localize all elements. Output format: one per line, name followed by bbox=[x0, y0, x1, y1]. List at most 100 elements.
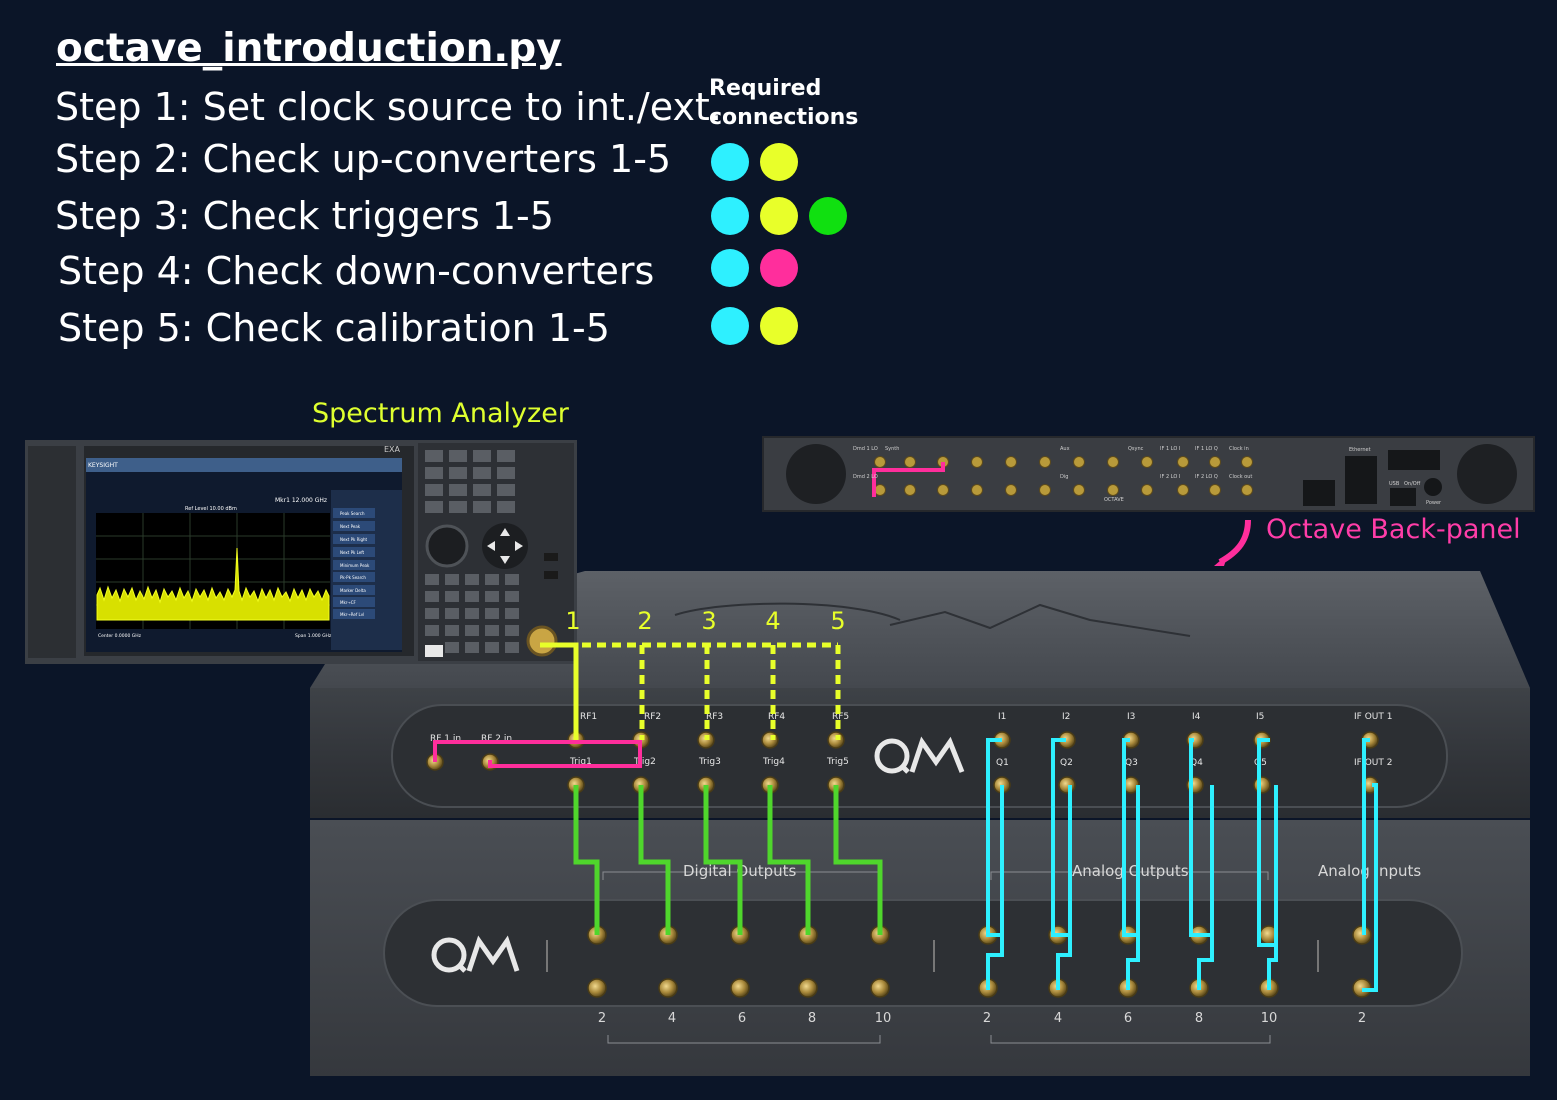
back-port-a bbox=[1388, 450, 1440, 470]
trigger-label: Trig1 bbox=[569, 757, 592, 767]
i-port-label: I1 bbox=[998, 712, 1006, 722]
back-panel-port[interactable] bbox=[1073, 484, 1085, 496]
back-panel-port[interactable] bbox=[1107, 484, 1119, 496]
sa-menu-item[interactable]: Mkr→CF bbox=[340, 600, 357, 605]
connection-dot bbox=[760, 143, 798, 181]
back-panel-port[interactable] bbox=[904, 484, 916, 496]
back-panel-port[interactable] bbox=[1209, 456, 1221, 468]
analog-port-number: 2 bbox=[983, 1011, 991, 1026]
bp-label: IF 1 LO I bbox=[1160, 446, 1180, 452]
bp-label: Ethernet bbox=[1349, 447, 1371, 453]
digital-port-number: 2 bbox=[598, 1011, 606, 1026]
back-panel-port[interactable] bbox=[1039, 456, 1051, 468]
bp-label: Dmd 1 LO bbox=[853, 446, 878, 452]
octave-back-panel: Dmd 1 LO Synth Aux Qsync IF 1 LO I IF 1 … bbox=[762, 436, 1535, 512]
step-2-label: Step 2: Check up-converters 1-5 bbox=[55, 137, 672, 181]
rf-out-port[interactable] bbox=[761, 731, 779, 749]
required-line-1: Required bbox=[709, 76, 822, 101]
digital-output-port[interactable] bbox=[870, 978, 890, 998]
cable-magenta-rf-in bbox=[433, 740, 642, 768]
if-out-1-label: IF OUT 1 bbox=[1354, 712, 1392, 722]
digital-port-number: 4 bbox=[668, 1011, 676, 1026]
connection-dot bbox=[711, 197, 749, 235]
digital-output-port[interactable] bbox=[798, 978, 818, 998]
sa-menu-item[interactable]: Pk-Pk Search bbox=[340, 575, 366, 580]
back-panel-port[interactable] bbox=[1177, 484, 1189, 496]
analog-port-number: 10 bbox=[1261, 1011, 1278, 1026]
sa-marker: Mkr1 12.000 GHz bbox=[275, 497, 327, 504]
back-panel-port[interactable] bbox=[874, 456, 886, 468]
digital-output-port[interactable] bbox=[658, 978, 678, 998]
qm-logo-octave bbox=[874, 736, 965, 774]
analog-outputs-label: Analog Outputs bbox=[1072, 862, 1189, 880]
bp-label: IF 2 LO I bbox=[1160, 474, 1180, 480]
spectrum-analyzer-label: Spectrum Analyzer bbox=[312, 398, 569, 429]
back-panel-port[interactable] bbox=[1241, 456, 1253, 468]
digital-output-port[interactable] bbox=[730, 978, 750, 998]
q-port[interactable] bbox=[1253, 776, 1271, 794]
back-panel-port[interactable] bbox=[874, 484, 886, 496]
cable-yellow-dashed-bus bbox=[582, 642, 841, 740]
back-panel-port[interactable] bbox=[1177, 456, 1189, 468]
sa-toolbar bbox=[86, 458, 402, 472]
bp-label: Qsync bbox=[1128, 446, 1144, 452]
sa-menu-item[interactable]: Mkr→Ref Lvl bbox=[340, 612, 364, 617]
rf-out-label: RF3 bbox=[706, 712, 723, 722]
i-port-label: I2 bbox=[1062, 712, 1070, 722]
back-panel-port[interactable] bbox=[1241, 484, 1253, 496]
channel-number: 5 bbox=[830, 607, 845, 635]
back-panel-port[interactable] bbox=[937, 484, 949, 496]
sa-menu-item[interactable]: Next Pk Left bbox=[340, 550, 365, 555]
back-panel-port[interactable] bbox=[971, 484, 983, 496]
back-panel-port[interactable] bbox=[1005, 456, 1017, 468]
sa-menu-item[interactable]: Next Peak bbox=[340, 524, 361, 529]
analog-port-number: 4 bbox=[1054, 1011, 1062, 1026]
back-panel-port[interactable] bbox=[1039, 484, 1051, 496]
cable-green-triggers bbox=[573, 785, 883, 935]
rf-in-1-label: RF 1 in bbox=[430, 734, 461, 744]
q-port-label: Q2 bbox=[1060, 758, 1073, 768]
sa-menu-item[interactable]: Minimum Peak bbox=[340, 563, 370, 568]
rf-out-label: RF5 bbox=[832, 712, 849, 722]
sa-menu-item[interactable]: Next Pk Right bbox=[340, 537, 368, 542]
step-4-label: Step 4: Check down-converters bbox=[58, 249, 655, 293]
bp-label: Dig bbox=[1060, 474, 1068, 480]
back-panel-pink-cable bbox=[872, 462, 945, 497]
sa-menu-item[interactable]: Marker Delta bbox=[340, 588, 366, 593]
back-panel-pointer-arrow bbox=[1218, 519, 1251, 565]
analog-port-number: 6 bbox=[1124, 1011, 1132, 1026]
connection-dot bbox=[711, 143, 749, 181]
sa-usb-2 bbox=[544, 571, 558, 579]
bp-label: Synth bbox=[885, 446, 899, 452]
back-panel-port[interactable] bbox=[971, 456, 983, 468]
back-panel-port[interactable] bbox=[1005, 484, 1017, 496]
digital-output-port[interactable] bbox=[587, 978, 607, 998]
q-port-label: Q4 bbox=[1190, 758, 1203, 768]
back-panel-port[interactable] bbox=[1107, 456, 1119, 468]
q-port[interactable] bbox=[1058, 776, 1076, 794]
i-port-label: I5 bbox=[1256, 712, 1264, 722]
sa-enter-key[interactable] bbox=[425, 645, 443, 657]
back-panel-port[interactable] bbox=[1141, 456, 1153, 468]
octave-back-panel-label: Octave Back-panel bbox=[1266, 514, 1521, 545]
trigger-label: Trig3 bbox=[698, 757, 721, 767]
sa-menu-item[interactable]: Peak Search bbox=[340, 511, 365, 516]
sa-center: Center 0.0000 GHz bbox=[98, 633, 142, 639]
bp-brand: OCTAVE bbox=[1104, 497, 1124, 503]
q-port-label: Q3 bbox=[1125, 758, 1138, 768]
spectrum-analyzer: KEYSIGHT EXA Ref Level 10.00 dBm Mkr1 12… bbox=[25, 440, 577, 664]
bp-label: Power bbox=[1426, 500, 1442, 506]
sa-arrow-pad bbox=[482, 523, 528, 569]
back-panel-port[interactable] bbox=[1209, 484, 1221, 496]
bp-label: Aux bbox=[1060, 446, 1070, 452]
step-3-label: Step 3: Check triggers 1-5 bbox=[55, 194, 554, 238]
trigger-label: Trig2 bbox=[633, 757, 656, 767]
back-panel-port[interactable] bbox=[1073, 456, 1085, 468]
back-panel-port[interactable] bbox=[904, 456, 916, 468]
back-panel-port[interactable] bbox=[1141, 484, 1153, 496]
channel-number: 1 bbox=[565, 607, 580, 635]
connection-dot bbox=[760, 307, 798, 345]
sa-brand: KEYSIGHT bbox=[88, 462, 118, 469]
trigger-label: Trig4 bbox=[762, 757, 785, 767]
